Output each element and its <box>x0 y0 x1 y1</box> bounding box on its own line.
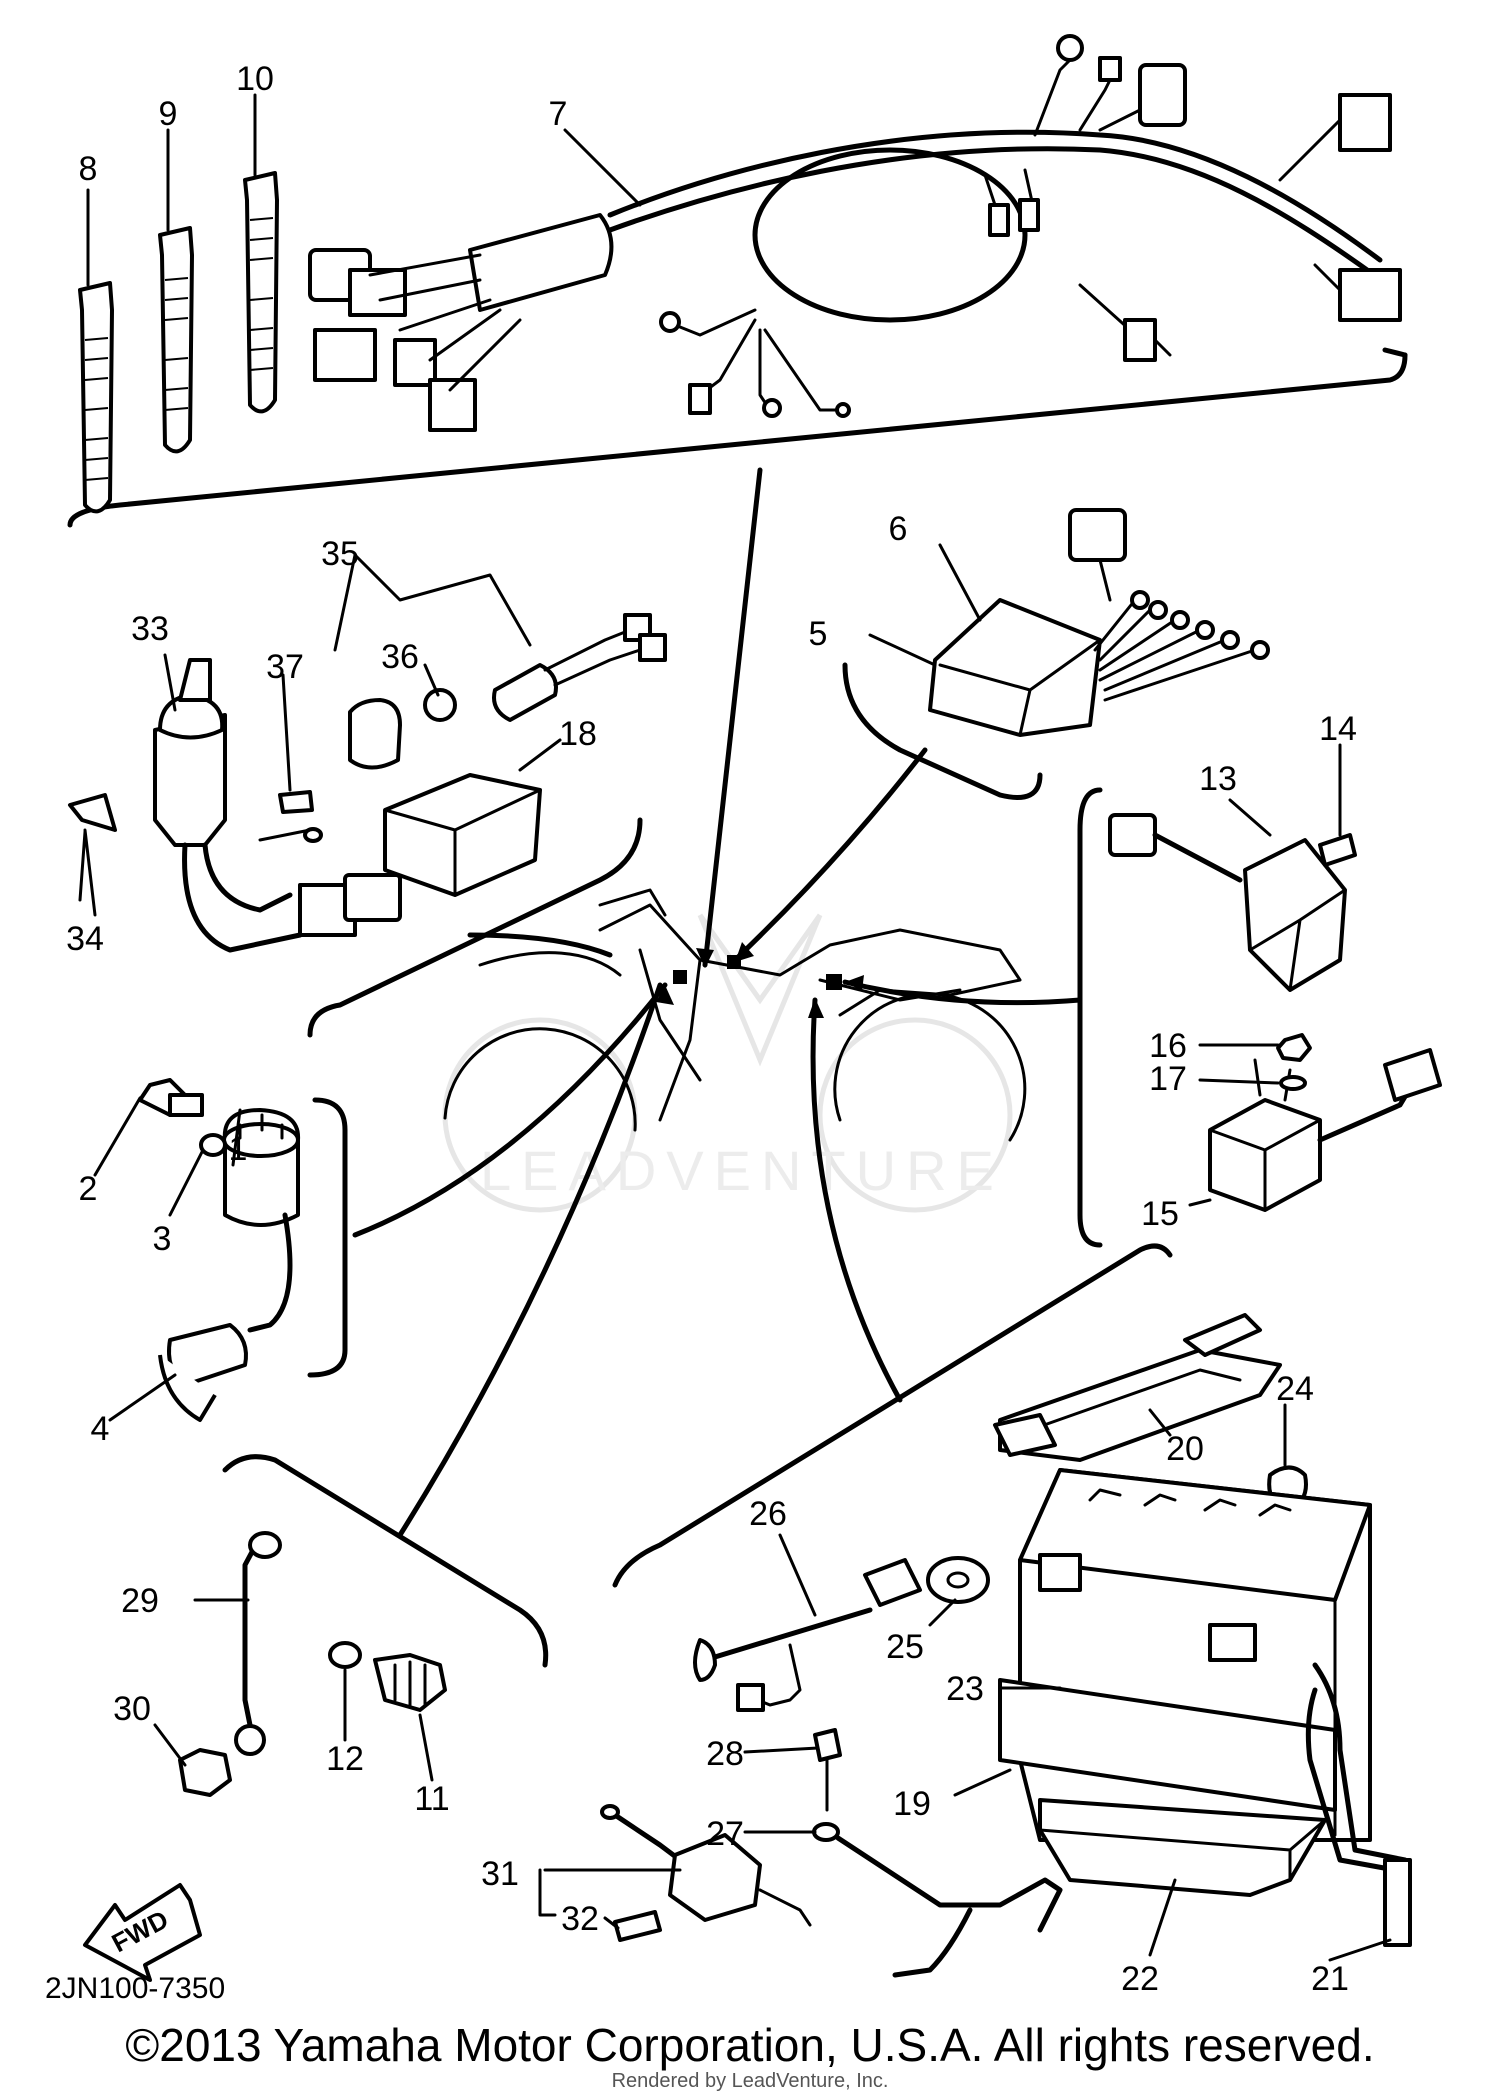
callout-32: 32 <box>561 1900 599 1938</box>
callout-13: 13 <box>1199 760 1237 798</box>
callout-28: 28 <box>706 1735 744 1773</box>
starter-relay-small <box>600 1804 812 1942</box>
battery <box>998 1468 1408 1873</box>
battery-tray <box>1038 1798 1412 1947</box>
group-brackets <box>67 352 1408 1668</box>
callout-16: 16 <box>1149 1027 1187 1065</box>
ignition-coil <box>138 1078 301 1422</box>
callout-8: 8 <box>79 150 98 188</box>
battery-band <box>993 1313 1282 1462</box>
callout-36: 36 <box>381 638 419 676</box>
callout-numbers: 1 2 3 4 5 6 7 8 9 10 11 12 13 14 15 16 1… <box>66 60 1357 1998</box>
callout-23: 23 <box>946 1670 984 1708</box>
leader-lines <box>83 93 1392 1962</box>
motorcycle-outline <box>443 888 1027 1142</box>
rectifier-regulator <box>1108 813 1357 992</box>
callout-3: 3 <box>153 1220 172 1258</box>
copyright-notice: ©2013 Yamaha Motor Corporation, U.S.A. A… <box>125 2019 1375 2071</box>
callout-11: 11 <box>414 1780 449 1818</box>
starter-cable <box>693 1558 922 1712</box>
callout-26: 26 <box>749 1495 787 1533</box>
callout-17: 17 <box>1149 1060 1187 1098</box>
rendered-by-notice: Rendered by LeadVenture, Inc. <box>611 2070 889 2092</box>
regulator-relay <box>928 508 1270 737</box>
callout-19: 19 <box>893 1785 931 1823</box>
callout-20: 20 <box>1166 1430 1204 1468</box>
arrowheads <box>656 942 864 1018</box>
cable-ties <box>78 171 279 514</box>
callout-33: 33 <box>131 610 169 648</box>
callout-6: 6 <box>889 510 908 548</box>
main-switch <box>68 658 402 953</box>
callout-1: 1 <box>229 1130 248 1168</box>
callout-24: 24 <box>1276 1370 1314 1408</box>
callout-5: 5 <box>809 615 828 653</box>
callout-29: 29 <box>121 1582 159 1620</box>
callout-31: 31 <box>481 1855 519 1893</box>
connector-lines <box>352 347 1408 1538</box>
callout-21: 21 <box>1311 1960 1349 1998</box>
starter-relay <box>1208 1033 1442 1212</box>
lamp-socket-and-fuse-box <box>278 613 667 897</box>
callout-27: 27 <box>706 1815 744 1853</box>
callout-18: 18 <box>559 715 597 753</box>
fwd-arrow-icon: FWD <box>83 1883 202 1982</box>
drawing-code: 2JN100-7350 <box>45 1972 225 2005</box>
callout-35: 35 <box>321 535 359 573</box>
callout-2: 2 <box>79 1170 98 1208</box>
callout-9: 9 <box>159 95 178 133</box>
watermark-text: LEADVENTURE <box>480 1139 1004 1202</box>
callout-22: 22 <box>1121 1960 1159 1998</box>
callout-7: 7 <box>549 95 568 133</box>
callout-12: 12 <box>326 1740 364 1778</box>
callout-10: 10 <box>236 60 274 98</box>
callout-14: 14 <box>1319 710 1357 748</box>
watermark-logo: LEADVENTURE <box>442 913 1013 1213</box>
wire-harness <box>308 34 1402 432</box>
callout-34: 34 <box>66 920 104 958</box>
callout-30: 30 <box>113 1690 151 1728</box>
callout-25: 25 <box>886 1628 924 1666</box>
callout-4: 4 <box>91 1410 110 1448</box>
callout-37: 37 <box>266 648 304 686</box>
callout-15: 15 <box>1141 1195 1179 1233</box>
neutral-switch-and-lead <box>178 1531 447 1797</box>
